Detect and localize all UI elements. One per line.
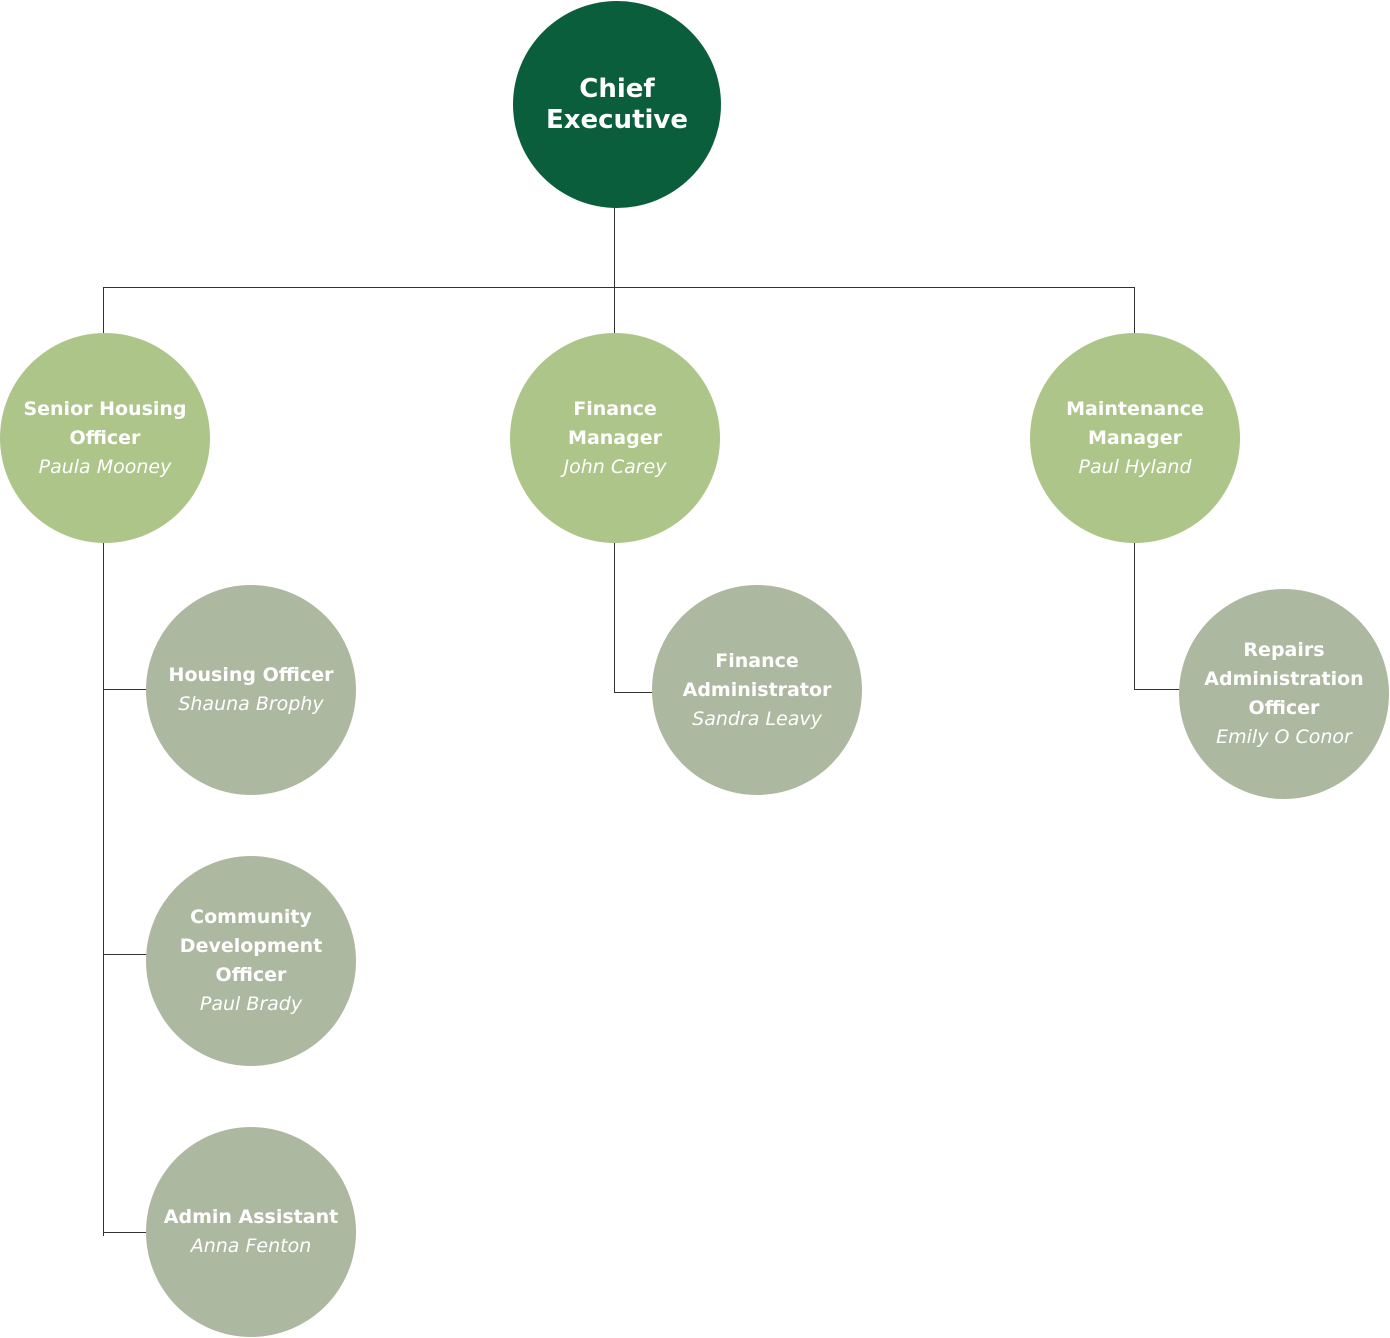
admin-assistant-node: Admin Assistant Anna Fenton: [146, 1127, 356, 1337]
senior-housing-officer-node: Senior Housing Officer Paula Mooney: [0, 333, 210, 543]
node-title: Senior Housing Officer: [23, 397, 187, 449]
connector-line: [1134, 287, 1135, 334]
repairs-administration-officer-node: Repairs Administration Officer Emily O C…: [1179, 589, 1389, 799]
node-title: Repairs Administration Officer: [1204, 639, 1364, 719]
maintenance-manager-node: Maintenance Manager Paul Hyland: [1030, 333, 1240, 543]
housing-officer-node: Housing Officer Shauna Brophy: [146, 585, 356, 795]
node-name: Anna Fenton: [190, 1235, 312, 1257]
connector-line: [614, 692, 653, 693]
connector-line: [614, 542, 615, 692]
finance-manager-node: Finance Manager John Carey: [510, 333, 720, 543]
community-development-officer-node: Community Development Officer Paul Brady: [146, 856, 356, 1066]
node-name: Paula Mooney: [38, 455, 172, 478]
connector-line: [103, 689, 147, 690]
connector-line: [103, 954, 147, 955]
connector-line: [103, 287, 104, 334]
node-title: Community Development Officer: [179, 906, 323, 986]
connector-line: [103, 1232, 147, 1233]
node-name: Paul Hyland: [1078, 455, 1192, 478]
connector-line: [103, 542, 104, 1236]
connector-line: [103, 287, 1135, 288]
node-title: Finance Administrator: [682, 649, 832, 701]
connector-line: [614, 207, 615, 334]
chief-executive-node: Chief Executive: [513, 1, 721, 208]
finance-administrator-node: Finance Administrator Sandra Leavy: [652, 585, 862, 795]
node-title: Maintenance Manager: [1066, 397, 1204, 449]
connector-line: [1134, 689, 1180, 690]
node-name: John Carey: [563, 455, 667, 478]
node-title: Admin Assistant: [163, 1206, 339, 1228]
node-title: Housing Officer: [168, 664, 334, 686]
node-name: Sandra Leavy: [692, 707, 822, 730]
node-name: Shauna Brophy: [178, 693, 324, 715]
node-name: Paul Brady: [199, 993, 303, 1015]
node-name: Emily O Conor: [1216, 726, 1352, 748]
connector-line: [1134, 542, 1135, 690]
node-title: Chief Executive: [545, 73, 688, 135]
node-title: Finance Manager: [568, 397, 662, 449]
